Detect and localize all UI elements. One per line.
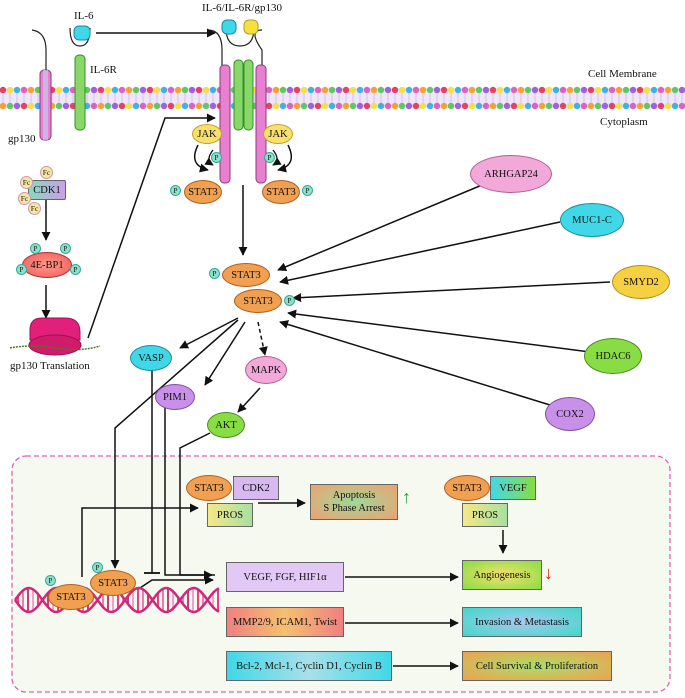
nuclear-stat3-right: STAT3 xyxy=(90,570,136,596)
survival-outcome: Cell Survival & Proliferation xyxy=(462,651,612,681)
vasp: VASP xyxy=(130,345,172,371)
arhgap24: ARHGAP24 xyxy=(470,155,552,193)
phospho-chip: P xyxy=(70,264,81,275)
nuclear-stat3-left: STAT3 xyxy=(48,584,94,610)
cdk1: CDK1 xyxy=(28,180,66,200)
cytoplasm-label: Cytoplasm xyxy=(600,116,648,128)
phospho-chip: P xyxy=(284,295,295,306)
receptor-complex xyxy=(207,19,267,184)
stat3-dimer-top: STAT3 xyxy=(222,263,270,287)
vegf: VEGF xyxy=(490,476,536,500)
fc-chip: Fc xyxy=(20,176,33,189)
phospho-chip: P xyxy=(16,264,27,275)
mapk: MAPK xyxy=(245,356,287,384)
free-gp130-receptor xyxy=(31,29,52,141)
gp130-label: gp130 xyxy=(8,133,36,145)
angiogenesis-outcome: Angiogenesis xyxy=(462,560,542,590)
stat3-right: STAT3 xyxy=(262,180,300,204)
fc-chip: Fc xyxy=(40,166,53,179)
phospho-chip: P xyxy=(60,243,71,254)
stat3-vegf-complex-stat3: STAT3 xyxy=(444,475,490,501)
phospho-chip: P xyxy=(211,152,222,163)
pros-right: PROS xyxy=(462,503,508,527)
stat3-left: STAT3 xyxy=(184,180,222,204)
phospho-chip: P xyxy=(30,243,41,254)
fc-chip: Fc xyxy=(18,192,31,205)
ribosome-icon xyxy=(9,317,101,356)
il6-label: IL-6 xyxy=(74,10,94,22)
stat3-cdk2-complex-stat3: STAT3 xyxy=(186,475,232,501)
fc-chip: Fc xyxy=(28,202,41,215)
apoptosis-outcome: Apoptosis S Phase Arrest xyxy=(310,484,398,520)
phospho-chip: P xyxy=(170,185,181,196)
jak-left: JAK xyxy=(192,124,222,144)
up-arrow-icon: ↑ xyxy=(402,487,411,507)
phospho-chip: P xyxy=(45,575,56,586)
gene-box-vegf-fgf-hif1a: VEGF, FGF, HIF1α xyxy=(226,562,344,592)
pim1: PIM1 xyxy=(155,384,195,410)
jak-right: JAK xyxy=(263,124,293,144)
down-arrow-icon: ↓ xyxy=(544,563,553,583)
free-il6r-receptor xyxy=(69,27,91,131)
smyd2: SMYD2 xyxy=(612,265,670,299)
4e-bp1: 4E-BP1 xyxy=(22,252,72,278)
invasion-outcome: Invasion & Metastasis xyxy=(462,607,582,637)
phospho-chip: P xyxy=(92,562,103,573)
akt: AKT xyxy=(207,412,245,438)
muc1-c: MUC1-C xyxy=(560,203,624,237)
cell-membrane xyxy=(0,86,685,110)
phospho-chip: P xyxy=(209,268,220,279)
phospho-chip: P xyxy=(264,152,275,163)
gene-box-bcl2-mcl1-cyclin: Bcl-2, Mcl-1, Cyclin D1, Cyclin B xyxy=(226,651,392,681)
cox2: COX2 xyxy=(545,397,595,431)
il6r-label: IL-6R xyxy=(90,64,117,76)
complex-label: IL-6/IL-6R/gp130 xyxy=(202,2,283,14)
phospho-chip: P xyxy=(302,185,313,196)
gene-box-mmp-icam-twist: MMP2/9, ICAM1, Twist xyxy=(226,607,344,637)
cell-membrane-label: Cell Membrane xyxy=(588,68,657,80)
pros-left: PROS xyxy=(207,503,253,527)
hdac6: HDAC6 xyxy=(584,338,642,374)
cdk2: CDK2 xyxy=(233,476,279,500)
translation-label: gp130 Translation xyxy=(10,360,90,372)
stat3-dimer-bottom: STAT3 xyxy=(234,289,282,313)
il6-ligand xyxy=(73,25,91,41)
